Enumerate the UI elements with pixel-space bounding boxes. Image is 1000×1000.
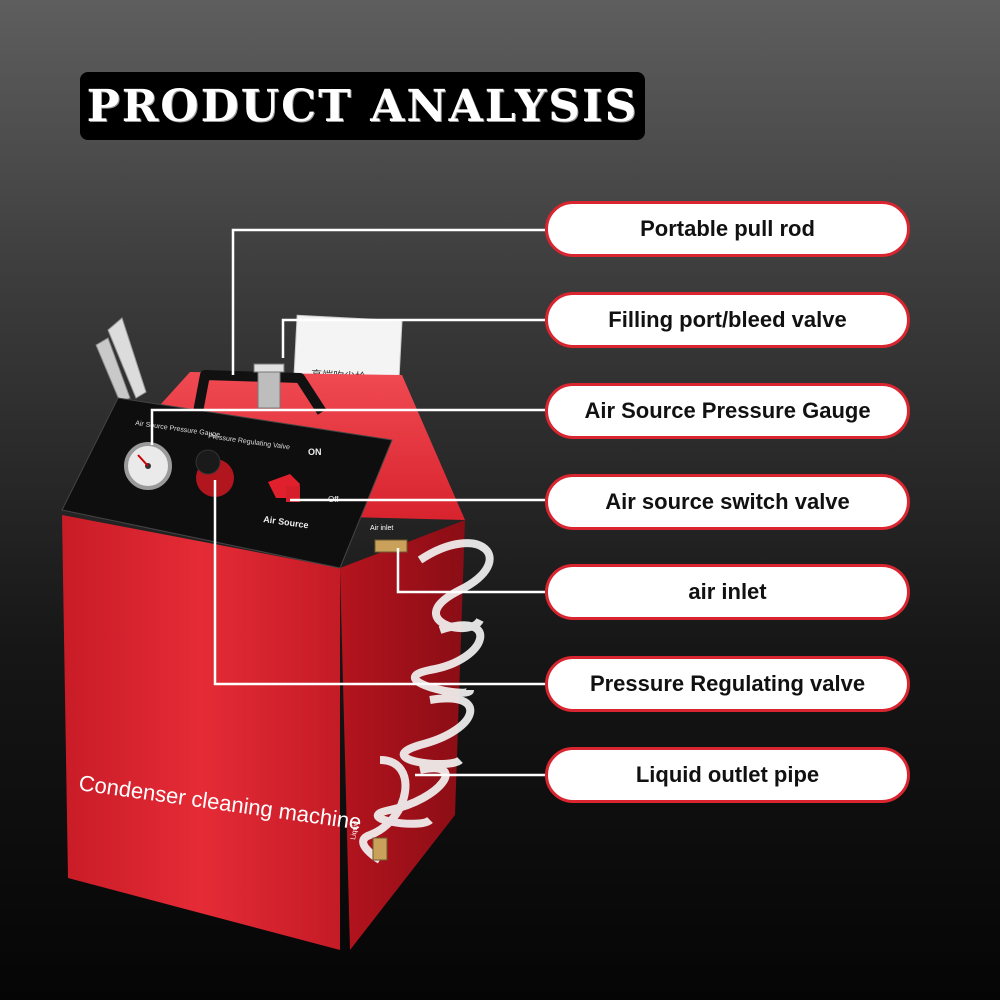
coiled-hose-icon	[359, 539, 494, 864]
callout-label: Pressure Regulating valve	[589, 671, 866, 696]
machine-front	[62, 515, 340, 950]
callout-label: Air Source Pressure Gauge	[584, 398, 871, 423]
callout-label: Filling port/bleed valve	[608, 307, 847, 332]
callout-regulating-valve: Pressure Regulating valve	[545, 656, 910, 712]
leader-line-regulating-valve	[213, 480, 545, 686]
callout-label: Air source switch valve	[605, 489, 850, 514]
callout-label: Liquid outlet pipe	[635, 762, 820, 787]
leader-line-gauge	[150, 408, 545, 445]
leader-line-filling-port	[281, 318, 545, 358]
filling-port-icon	[253, 363, 285, 409]
regulating-valve-icon	[195, 449, 234, 497]
callout-portable-pull-rod: Portable pull rod	[545, 201, 910, 257]
side-label-liquid: Liquid	[350, 821, 360, 841]
callout-label: Portable pull rod	[640, 216, 815, 241]
callout-liquid-outlet: Liquid outlet pipe	[545, 747, 910, 803]
leader-line-pull-rod	[231, 228, 545, 375]
leader-line-air-inlet	[396, 548, 545, 594]
leader-lines	[150, 228, 545, 777]
blow-gun-icon	[95, 317, 147, 403]
callout-label: air inlet	[688, 579, 767, 604]
page-title: PRODUCT ANALYSIS	[86, 80, 639, 132]
callout-switch-valve: Air source switch valve	[545, 474, 910, 530]
pull-handle-icon	[193, 370, 327, 415]
switch-valve-icon	[268, 474, 300, 502]
panel-label-on: ON	[308, 447, 322, 457]
pressure-gauge-icon	[124, 442, 172, 490]
machine-side	[340, 520, 465, 950]
callout-air-inlet: air inlet	[545, 564, 910, 620]
title-banner: PRODUCT ANALYSIS	[80, 72, 645, 140]
side-label-air-inlet: Air inlet	[370, 525, 393, 532]
callout-pressure-gauge: Air Source Pressure Gauge	[545, 383, 910, 439]
liquid-outlet-fitting-icon: Liquid	[350, 821, 388, 861]
callout-filling-port: Filling port/bleed valve	[545, 292, 910, 348]
air-inlet-fitting-icon: Air inlet	[370, 525, 408, 553]
